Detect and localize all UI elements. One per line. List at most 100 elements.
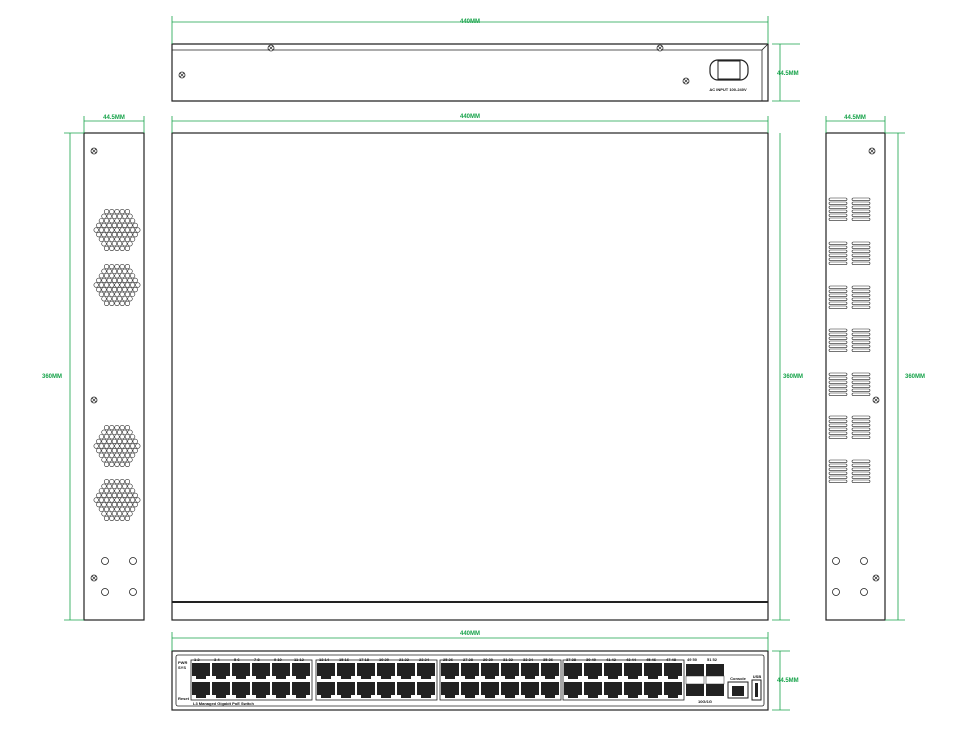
vent-slot — [828, 245, 848, 249]
vent-slot — [828, 249, 848, 253]
dimension-lines — [64, 16, 905, 711]
vent-slot — [828, 205, 848, 209]
fan-hole — [124, 443, 130, 449]
fan-hole — [101, 213, 107, 219]
rj45-port — [232, 682, 250, 698]
vent-slot — [851, 297, 871, 301]
fan-hole — [106, 287, 112, 293]
vent-slot — [851, 431, 871, 435]
fan-hole — [98, 236, 104, 242]
fan-hole — [119, 218, 125, 224]
fan-hole — [103, 245, 110, 251]
fan-hole — [98, 227, 104, 233]
fan-hole — [109, 264, 115, 270]
fan-hole — [101, 277, 107, 284]
fan-hole — [127, 287, 133, 293]
vent-slot — [851, 245, 871, 249]
fan-hole — [109, 497, 115, 503]
fan-hole — [135, 443, 141, 449]
fan-hole — [119, 273, 125, 279]
fan-hole — [103, 273, 110, 279]
vent-slot — [851, 289, 871, 293]
sfp-led-strip — [705, 675, 725, 685]
fan-hole — [114, 515, 120, 522]
fan-hole — [109, 273, 115, 279]
left-depth-label: 44.5MM — [103, 115, 125, 121]
rear-height-label: 44.5MM — [777, 71, 799, 77]
fan-hole — [124, 497, 130, 503]
fan-hole — [109, 209, 115, 215]
fan-hole — [132, 448, 138, 454]
rj45-port — [252, 682, 270, 698]
fan-hole — [103, 425, 110, 431]
vent-slot — [851, 459, 871, 463]
rj45-port — [337, 663, 355, 679]
fan-hole — [132, 502, 138, 508]
fan-hole — [109, 218, 115, 224]
fan-hole — [111, 511, 117, 517]
vent-slot — [851, 197, 871, 201]
screw-cross — [873, 397, 879, 403]
fan-hole — [109, 452, 115, 458]
rj45-port — [397, 682, 415, 698]
rj45-port — [584, 682, 602, 698]
port-number: 47 48 — [666, 657, 677, 662]
vent-slot — [828, 348, 848, 352]
fan-hole — [124, 291, 130, 297]
rj45-port — [192, 682, 210, 698]
fan-hole — [103, 461, 110, 468]
rj45-port — [377, 663, 395, 679]
fan-hole — [119, 227, 125, 233]
fan-hole — [130, 506, 136, 512]
fan-hole — [124, 209, 130, 215]
fan-hole — [122, 268, 128, 274]
vent-slot — [828, 415, 848, 419]
mount-hole — [832, 588, 840, 596]
fan-hole — [119, 515, 125, 522]
port-number: 21 22 — [399, 657, 410, 662]
fan-hole — [132, 222, 138, 228]
rj45-port — [624, 682, 642, 698]
fan-hole — [103, 479, 110, 485]
fan-hole — [109, 291, 115, 297]
vent-slot — [828, 305, 848, 309]
rj45-port — [604, 663, 622, 679]
fan-hole — [103, 264, 110, 270]
fan-hole — [106, 438, 112, 445]
side-vents — [828, 197, 871, 483]
fan-hole — [124, 300, 130, 307]
fan-hole — [127, 429, 133, 435]
rj45-port — [501, 663, 519, 679]
vent-slot — [828, 467, 848, 471]
power-input-label: AC INPUT 100-240V — [709, 87, 747, 92]
fan-hole — [124, 236, 130, 242]
fan-hole — [103, 515, 110, 522]
vent-slot — [828, 392, 848, 396]
vent-slot — [851, 209, 871, 213]
fan-hole — [116, 448, 123, 454]
fan-hole — [119, 236, 125, 242]
rj45-port — [252, 663, 270, 679]
rj45-port — [317, 682, 335, 698]
pwr-label: PWR — [178, 660, 187, 665]
rj45-port — [441, 682, 459, 698]
fan-hole — [116, 213, 123, 219]
fan-hole — [127, 268, 133, 274]
fan-hole — [122, 222, 128, 228]
fan-hole — [111, 502, 117, 508]
fan-hole — [132, 287, 138, 293]
fan-hole — [119, 479, 125, 485]
rj45-port — [461, 682, 479, 698]
vent-slot — [851, 305, 871, 309]
fan-hole — [116, 502, 123, 508]
fan-hole — [119, 452, 125, 458]
port-number: 31 32 — [503, 657, 514, 662]
fan-hole — [127, 222, 133, 228]
fan-hole — [103, 300, 110, 307]
fan-hole — [103, 488, 110, 494]
fan-hole — [106, 429, 112, 435]
fan-hole — [103, 291, 110, 297]
screw-cross — [657, 45, 663, 51]
fan-hole — [98, 282, 104, 288]
port-group — [562, 659, 685, 701]
